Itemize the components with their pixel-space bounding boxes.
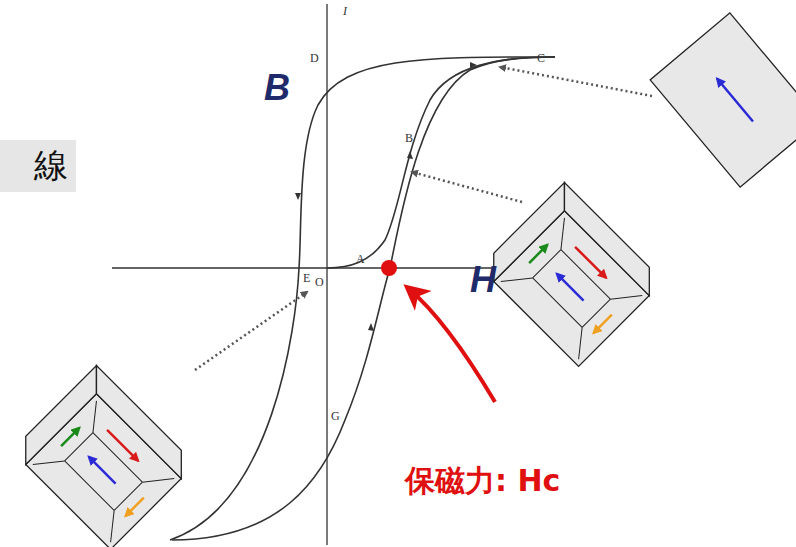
direction-tick (470, 62, 477, 68)
point-label: C (537, 52, 545, 64)
callout-arrow (408, 288, 495, 402)
leader-line (500, 67, 652, 96)
box-title: 線 (34, 143, 68, 189)
point-label: B (405, 132, 413, 144)
axis-label: H (470, 262, 496, 298)
h-axis (112, 267, 520, 268)
leader-line (195, 292, 307, 370)
direction-tick (368, 323, 374, 331)
b-axis (326, 4, 327, 545)
axis-label: B (264, 70, 290, 106)
single-domain-block (650, 13, 796, 187)
leader-line (412, 172, 522, 202)
point-label: D (310, 52, 319, 64)
multi-domain-cube (12, 365, 196, 547)
point-label: G (331, 410, 340, 422)
direction-tick (407, 151, 413, 159)
point-label: E (303, 272, 310, 284)
direction-tick (295, 193, 301, 200)
title-box: 線 (0, 140, 76, 192)
point-label: O (315, 276, 324, 288)
coercivity-label: 保磁力: Hc (405, 466, 560, 496)
multi-domain-cube (480, 182, 664, 366)
coercivity-dot (381, 260, 397, 276)
axis-label: I (343, 5, 347, 17)
point-label: A (356, 253, 365, 265)
